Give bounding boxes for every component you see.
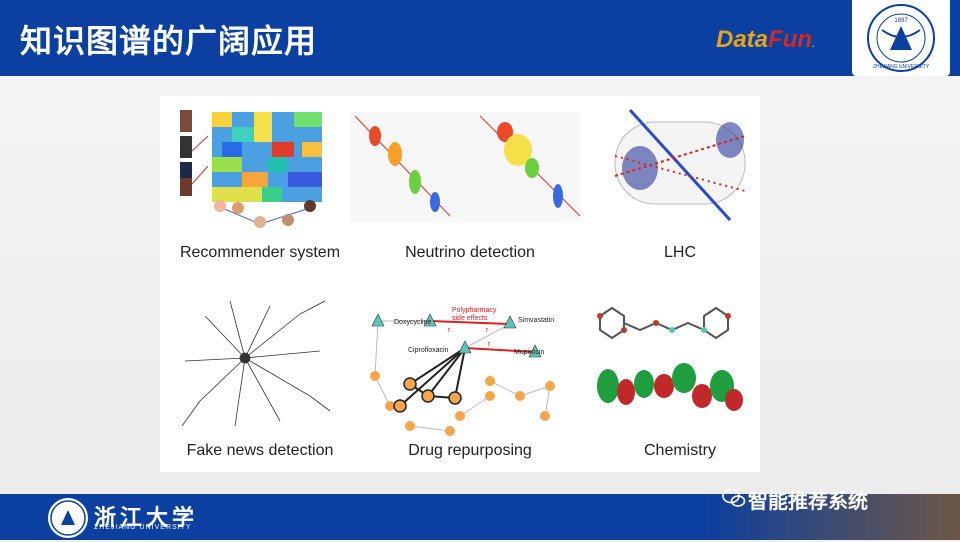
chemistry-illustration <box>597 306 743 411</box>
drug-repurposing-illustration: Doxycycline Polypharmacy side effects Si… <box>370 307 555 436</box>
label-recommender-system: Recommender system <box>179 244 341 261</box>
label-lhc: LHC <box>663 244 696 261</box>
drug-label-r2: r <box>486 327 489 334</box>
footer-university-name: 浙江大学 <box>94 505 199 531</box>
lhc-illustration <box>614 108 746 222</box>
drug-label-doxycycline: Doxycycline <box>394 319 431 326</box>
drug-label-side-effects: side effects <box>452 315 488 322</box>
crest-text: ZHEJIANG UNIVERSITY <box>873 64 930 70</box>
header-bar: 知识图谱的广阔应用 DataFun. 1897 ZHEJIANG UNIVERS… <box>0 0 960 76</box>
drug-label-r3: r <box>488 341 491 348</box>
neutrino-illustration <box>350 112 581 222</box>
slide-title: 知识图谱的广阔应用 <box>20 22 318 60</box>
label-drug-repurposing: Drug repurposing <box>408 442 532 459</box>
fake-news-illustration <box>181 300 331 427</box>
watermark-text: 智能推荐系统 <box>748 489 868 513</box>
label-chemistry: Chemistry <box>643 442 716 459</box>
brand-part1: Data <box>716 26 769 53</box>
drug-label-ciprofloxacin: Ciprofloxacin <box>408 347 449 354</box>
label-neutrino-detection: Neutrino detection <box>405 244 535 261</box>
footer-bar <box>0 494 960 540</box>
wechat-icon <box>722 488 746 512</box>
applications-figure: Doxycycline Polypharmacy side effects Si… <box>160 96 760 472</box>
crest-year: 1897 <box>894 18 908 24</box>
footer-crest-icon <box>48 498 88 538</box>
brand-part2: Fun <box>768 26 813 53</box>
datafun-logo: DataFun. <box>716 26 815 54</box>
drug-label-polypharmacy: Polypharmacy <box>452 307 497 314</box>
recommender-illustration <box>180 110 322 228</box>
label-fake-news-detection: Fake news detection <box>186 442 334 459</box>
crest-seal-icon: 1897 ZHEJIANG UNIVERSITY <box>867 4 935 72</box>
applications-illustrations: Doxycycline Polypharmacy side effects Si… <box>180 108 746 436</box>
university-crest: 1897 ZHEJIANG UNIVERSITY <box>852 0 950 76</box>
footer-building-image <box>700 494 960 540</box>
drug-label-mupirocin: Mupirocin <box>514 349 544 356</box>
drug-label-simvastatin: Simvastatin <box>518 317 554 324</box>
brand-dot: . <box>812 39 815 50</box>
drug-label-r1: r <box>448 327 451 334</box>
footer-university-en: ZHEJIANG UNIVERSITY <box>94 524 192 531</box>
